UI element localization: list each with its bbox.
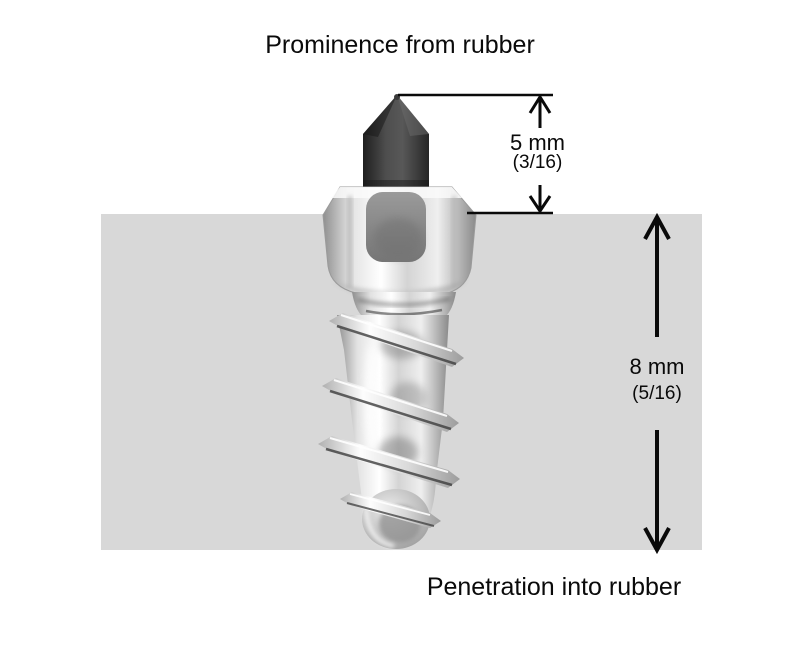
prominence-title: Prominence from rubber bbox=[265, 31, 535, 59]
arrow-down-icon bbox=[528, 185, 552, 214]
prominence-fraction: (3/16) bbox=[512, 152, 563, 173]
penetration-title: Penetration into rubber bbox=[426, 573, 682, 601]
arrow-up-icon bbox=[528, 94, 552, 128]
stud-hex-head bbox=[322, 186, 477, 294]
stud bbox=[318, 94, 477, 549]
stud-neck bbox=[352, 292, 456, 317]
arrow-up-icon bbox=[643, 212, 671, 337]
stud-pin bbox=[363, 94, 429, 187]
penetration-fraction: (5/16) bbox=[632, 383, 682, 404]
prominence-value: 5 mm bbox=[510, 130, 565, 155]
dimension-annotations bbox=[398, 93, 671, 555]
arrow-down-icon bbox=[643, 430, 671, 555]
stud-thread-shank bbox=[318, 313, 464, 549]
thread-ridges bbox=[318, 313, 464, 528]
penetration-value: 8 mm bbox=[629, 354, 685, 379]
